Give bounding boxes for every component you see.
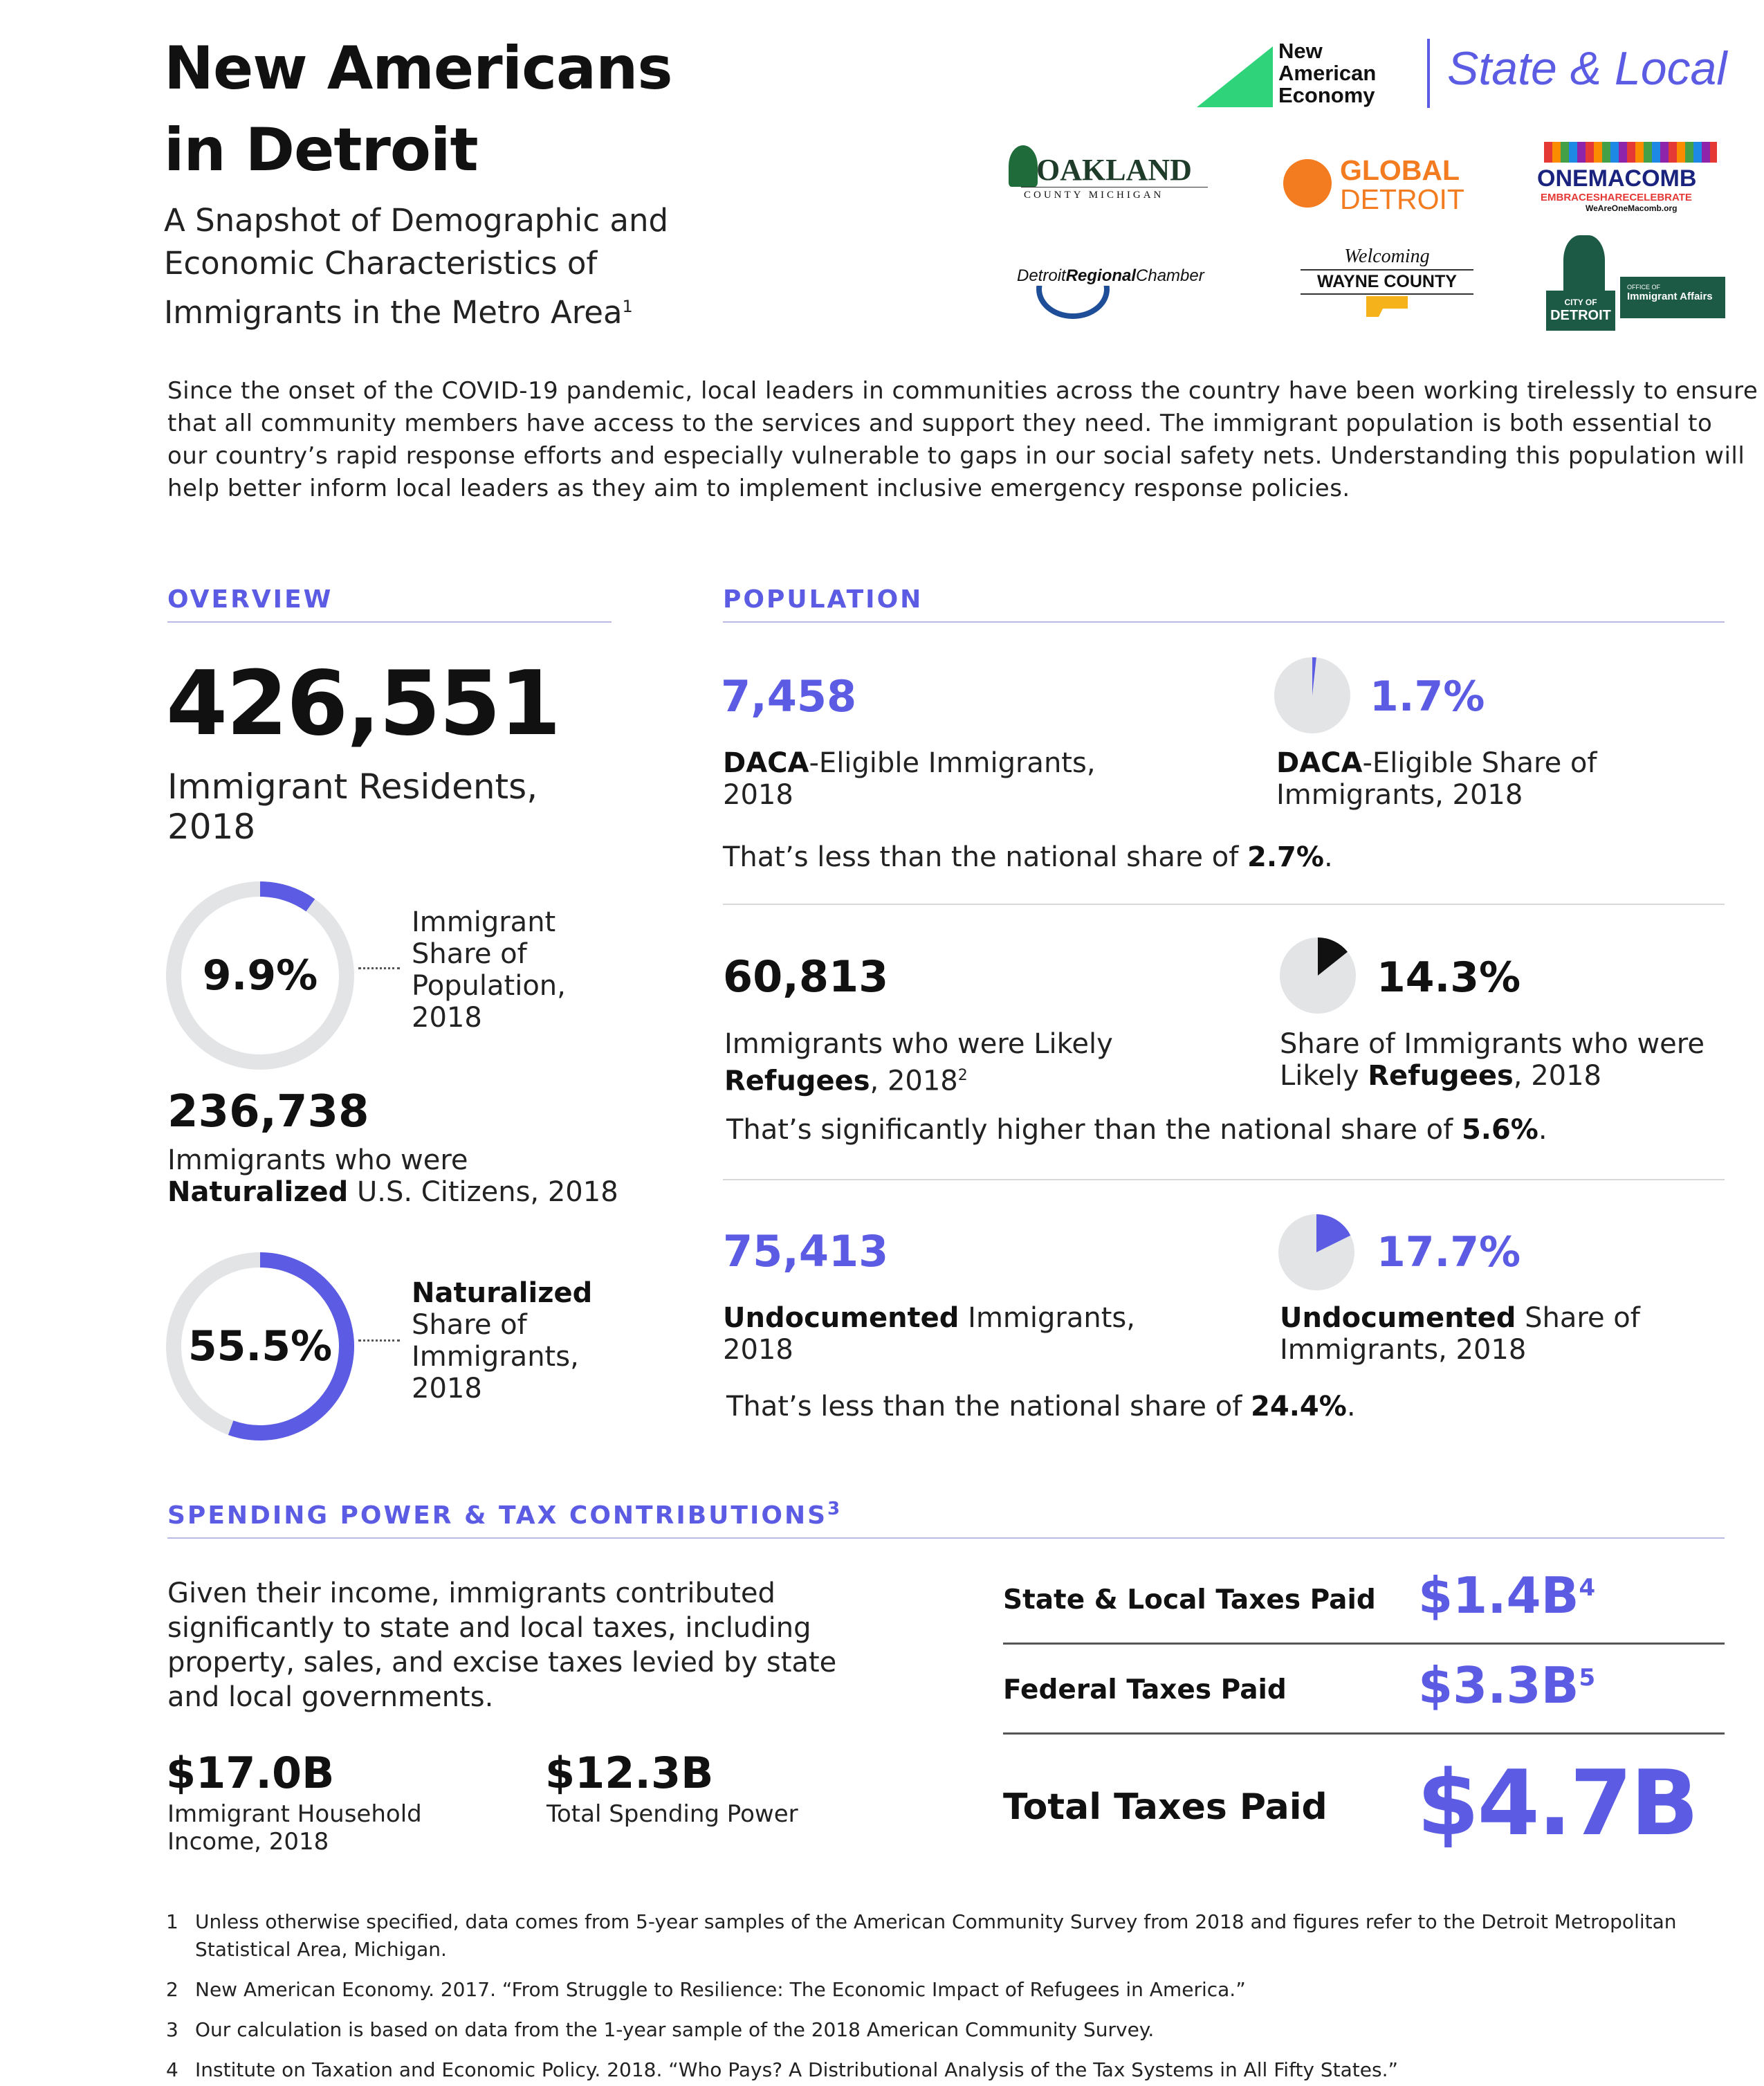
divider: [1003, 1732, 1725, 1735]
spirit-of-detroit-icon: CITY OF DETROIT: [1543, 235, 1619, 332]
global-detroit-line-2: DETROIT: [1340, 183, 1464, 215]
oakland-county-logo: OAKLAND COUNTY MICHIGAN: [1009, 145, 1216, 208]
daca-share-pie: [1274, 657, 1350, 733]
daca-national-note: That’s less than the national share of 2…: [723, 841, 1333, 873]
oakland-logo-sub: COUNTY MICHIGAN: [1024, 190, 1164, 201]
footnote-ref-1: 1: [622, 297, 633, 316]
leader-dots: [358, 967, 400, 969]
oakland-logo-name: OAKLAND: [1036, 153, 1192, 187]
spending-power-value: $12.3B: [545, 1748, 714, 1798]
welcoming-wayne-county-logo: Welcoming WAYNE COUNTY: [1301, 246, 1473, 322]
immigrant-share-value: 9.9%: [202, 951, 318, 1000]
wayne-logo-line-1: Welcoming: [1344, 246, 1430, 267]
one-macomb-name: ONEMACOMB: [1537, 165, 1697, 192]
daca-share-label: DACA-Eligible Share of Immigrants, 2018: [1276, 747, 1597, 811]
refugees-value: 60,813: [723, 951, 889, 1002]
intro-paragraph: Since the onset of the COVID-19 pandemic…: [167, 377, 1758, 502]
immigrant-share-label: Immigrant Share of Population, 2018: [412, 906, 566, 1034]
subtitle-line-3: Immigrants in the Metro Area1: [164, 294, 633, 331]
undocumented-label: Undocumented Immigrants, 2018: [723, 1302, 1135, 1366]
donut-value-arc: [228, 1252, 354, 1440]
population-rule: [723, 621, 1725, 623]
immigrant-share-donut: 9.9%: [163, 879, 357, 1072]
global-detroit-logo: GLOBAL DETROIT: [1283, 154, 1484, 215]
undocumented-share-pie: [1278, 1214, 1354, 1290]
daca-label: DACA-Eligible Immigrants, 2018: [723, 747, 1096, 811]
naturalized-share-value: 55.5%: [187, 1322, 333, 1371]
divider: [723, 1179, 1725, 1180]
overview-rule: [167, 621, 612, 623]
chamber-arc-icon: [1036, 259, 1110, 319]
overview-heading: OVERVIEW: [167, 585, 333, 614]
state-local-taxes-label: State & Local Taxes Paid: [1003, 1584, 1376, 1616]
pie-slice: [1316, 1214, 1351, 1252]
spending-paragraph: Given their income, immigrants contribut…: [167, 1577, 837, 1713]
divider: [723, 904, 1725, 905]
undocumented-national-note: That’s less than the national share of 2…: [726, 1391, 1356, 1422]
nae-logo-mark: [1197, 46, 1273, 107]
pie-slice: [1312, 657, 1316, 695]
undocumented-value: 75,413: [723, 1226, 889, 1277]
naturalized-label: Immigrants who were Naturalized U.S. Cit…: [167, 1144, 618, 1208]
daca-share-value: 1.7%: [1370, 673, 1485, 721]
page-subtitle: A Snapshot of Demographic and Economic C…: [164, 199, 668, 334]
household-income-label: Immigrant Household Income, 2018: [167, 1800, 422, 1856]
naturalized-share-label: Naturalized Share of Immigrants, 2018: [412, 1277, 593, 1405]
donut-value-arc: [259, 881, 315, 912]
refugees-national-note: That’s significantly higher than the nat…: [726, 1114, 1547, 1146]
immigrant-residents-label: Immigrant Residents, 2018: [167, 767, 538, 847]
refugees-share-label: Share of Immigrants who were Likely Refu…: [1280, 1028, 1705, 1092]
subtitle-line-1: A Snapshot of Demographic and: [164, 202, 669, 239]
naturalized-value: 236,738: [167, 1086, 369, 1137]
people-chain-icon: [1544, 142, 1717, 163]
nae-logo-line-1: New: [1278, 39, 1323, 63]
refugees-label: Immigrants who were Likely Refugees, 201…: [724, 1028, 1113, 1097]
one-macomb-tagline: EMBRACESHARECELEBRATE: [1541, 192, 1692, 203]
title-line-2: in Detroit: [164, 116, 479, 185]
state-local-wordmark: State & Local: [1447, 42, 1727, 95]
spending-power-label: Total Spending Power: [546, 1800, 798, 1828]
pie-slice: [1318, 937, 1348, 976]
household-income-value: $17.0B: [166, 1748, 335, 1798]
nae-logo: New American Economy: [1197, 39, 1453, 112]
detroit-regional-chamber-logo: DetroitRegionalChamber: [1016, 253, 1244, 319]
daca-value: 7,458: [721, 671, 857, 722]
nae-logo-line-3: Economy: [1278, 83, 1375, 107]
logo-divider: [1427, 39, 1430, 108]
oakland-tree-icon: [1009, 145, 1038, 187]
spending-rule: [167, 1537, 1725, 1539]
wayne-logo-line-2: WAYNE COUNTY: [1317, 272, 1457, 291]
city-of-detroit-immigrant-affairs-logo: CITY OF DETROIT OFFICE OF Immigrant Affa…: [1543, 235, 1725, 332]
total-taxes-value: $4.7B: [1417, 1750, 1699, 1856]
undocumented-share-label: Undocumented Share of Immigrants, 2018: [1280, 1302, 1640, 1366]
spending-heading: SPENDING POWER & TAX CONTRIBUTIONS3: [167, 1499, 843, 1530]
federal-taxes-value: $3.3B5: [1418, 1656, 1596, 1714]
population-heading: POPULATION: [723, 585, 924, 614]
refugees-share-value: 14.3%: [1377, 953, 1521, 1002]
divider: [1003, 1643, 1725, 1645]
subtitle-line-2: Economic Characteristics of: [164, 245, 598, 282]
naturalized-share-donut: 55.5%: [163, 1250, 357, 1443]
total-taxes-label: Total Taxes Paid: [1003, 1786, 1327, 1828]
immigrant-affairs-banner: OFFICE OF Immigrant Affairs: [1620, 277, 1725, 318]
refugees-share-pie: [1280, 937, 1356, 1014]
chamber-logo-name: DetroitRegionalChamber: [1016, 266, 1206, 286]
one-macomb-logo: ONEMACOMB EMBRACESHARECELEBRATE WeAreOne…: [1537, 142, 1724, 213]
wayne-county-map-icon: [1366, 296, 1408, 317]
title-line-1: New Americans: [164, 34, 673, 103]
globe-icon: [1283, 159, 1332, 208]
leader-dots: [358, 1339, 400, 1342]
one-macomb-url: WeAreOneMacomb.org: [1586, 203, 1678, 213]
page-title: New Americans in Detroit: [164, 28, 673, 191]
immigrant-residents-value: 426,551: [166, 652, 561, 756]
state-local-taxes-value: $1.4B4: [1418, 1566, 1596, 1625]
global-detroit-line-1: GLOBAL: [1340, 154, 1460, 186]
nae-logo-line-2: American: [1278, 61, 1377, 85]
federal-taxes-label: Federal Taxes Paid: [1003, 1674, 1287, 1705]
undocumented-share-value: 17.7%: [1377, 1228, 1521, 1277]
